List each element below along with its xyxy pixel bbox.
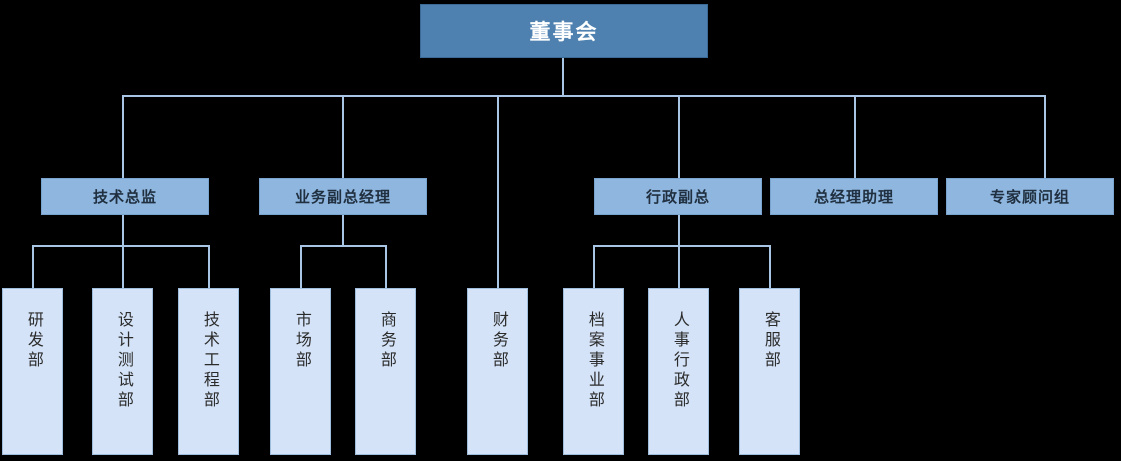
connector-level1-bus xyxy=(122,95,1046,97)
node-rd-dept[interactable]: 研发部 xyxy=(2,288,63,455)
connector-business-vp-bus xyxy=(300,245,387,247)
connector-business-vp-stem xyxy=(342,215,344,247)
connector-drop-commerce-dept xyxy=(385,245,387,288)
connector-drop-customer-service-dept xyxy=(769,245,771,288)
node-label: 技术总监 xyxy=(92,189,157,206)
node-label: 财务部 xyxy=(489,311,507,371)
connector-root-stem xyxy=(562,58,564,97)
connector-drop-hr-admin-dept xyxy=(678,245,680,288)
node-tech-director[interactable]: 技术总监 xyxy=(41,178,209,215)
connector-drop-archive-dept xyxy=(593,245,595,288)
node-hr-admin-dept[interactable]: 人事行政部 xyxy=(648,288,709,455)
node-label: 董事会 xyxy=(529,21,599,44)
node-commerce-dept[interactable]: 商务部 xyxy=(355,288,416,455)
node-label: 行政副总 xyxy=(645,189,710,206)
connector-drop-admin-vp xyxy=(678,95,680,178)
node-label: 客服部 xyxy=(761,311,779,371)
connector-drop-tech-director xyxy=(122,95,124,178)
connector-admin-vp-bus xyxy=(593,245,771,247)
node-label: 技术工程部 xyxy=(200,311,218,411)
node-design-test-dept[interactable]: 设计测试部 xyxy=(92,288,153,455)
connector-drop-market-dept xyxy=(300,245,302,288)
node-label: 市场部 xyxy=(292,311,310,371)
node-label: 业务副总经理 xyxy=(294,189,391,206)
connector-drop-rd-dept xyxy=(32,245,34,288)
node-label: 总经理助理 xyxy=(813,189,894,206)
node-label: 商务部 xyxy=(377,311,395,371)
node-tech-engineering-dept[interactable]: 技术工程部 xyxy=(178,288,239,455)
node-gm-assistant[interactable]: 总经理助理 xyxy=(770,178,938,215)
node-archive-business-dept[interactable]: 档案事业部 xyxy=(563,288,624,455)
node-business-vp[interactable]: 业务副总经理 xyxy=(259,178,427,215)
connector-drop-business-vp xyxy=(342,95,344,178)
connector-drop-design-test-dept xyxy=(122,245,124,288)
connector-drop-finance-dept xyxy=(497,95,499,288)
node-label: 档案事业部 xyxy=(585,311,603,411)
node-label: 研发部 xyxy=(24,311,42,371)
node-board-of-directors[interactable]: 董事会 xyxy=(420,4,708,58)
connector-drop-tech-engineering-dept xyxy=(208,245,210,288)
node-expert-advisory-group[interactable]: 专家顾问组 xyxy=(946,178,1114,215)
node-customer-service-dept[interactable]: 客服部 xyxy=(739,288,800,455)
node-label: 设计测试部 xyxy=(114,311,132,411)
connector-tech-director-bus xyxy=(32,245,210,247)
node-label: 人事行政部 xyxy=(670,311,688,411)
node-admin-vp[interactable]: 行政副总 xyxy=(594,178,762,215)
connector-drop-expert-group xyxy=(1044,95,1046,178)
connector-drop-gm-assistant xyxy=(854,95,856,178)
node-finance-dept[interactable]: 财务部 xyxy=(467,288,528,455)
node-label: 专家顾问组 xyxy=(989,189,1070,206)
connector-tech-director-stem xyxy=(122,215,124,247)
connector-admin-vp-stem xyxy=(678,215,680,247)
node-market-dept[interactable]: 市场部 xyxy=(270,288,331,455)
